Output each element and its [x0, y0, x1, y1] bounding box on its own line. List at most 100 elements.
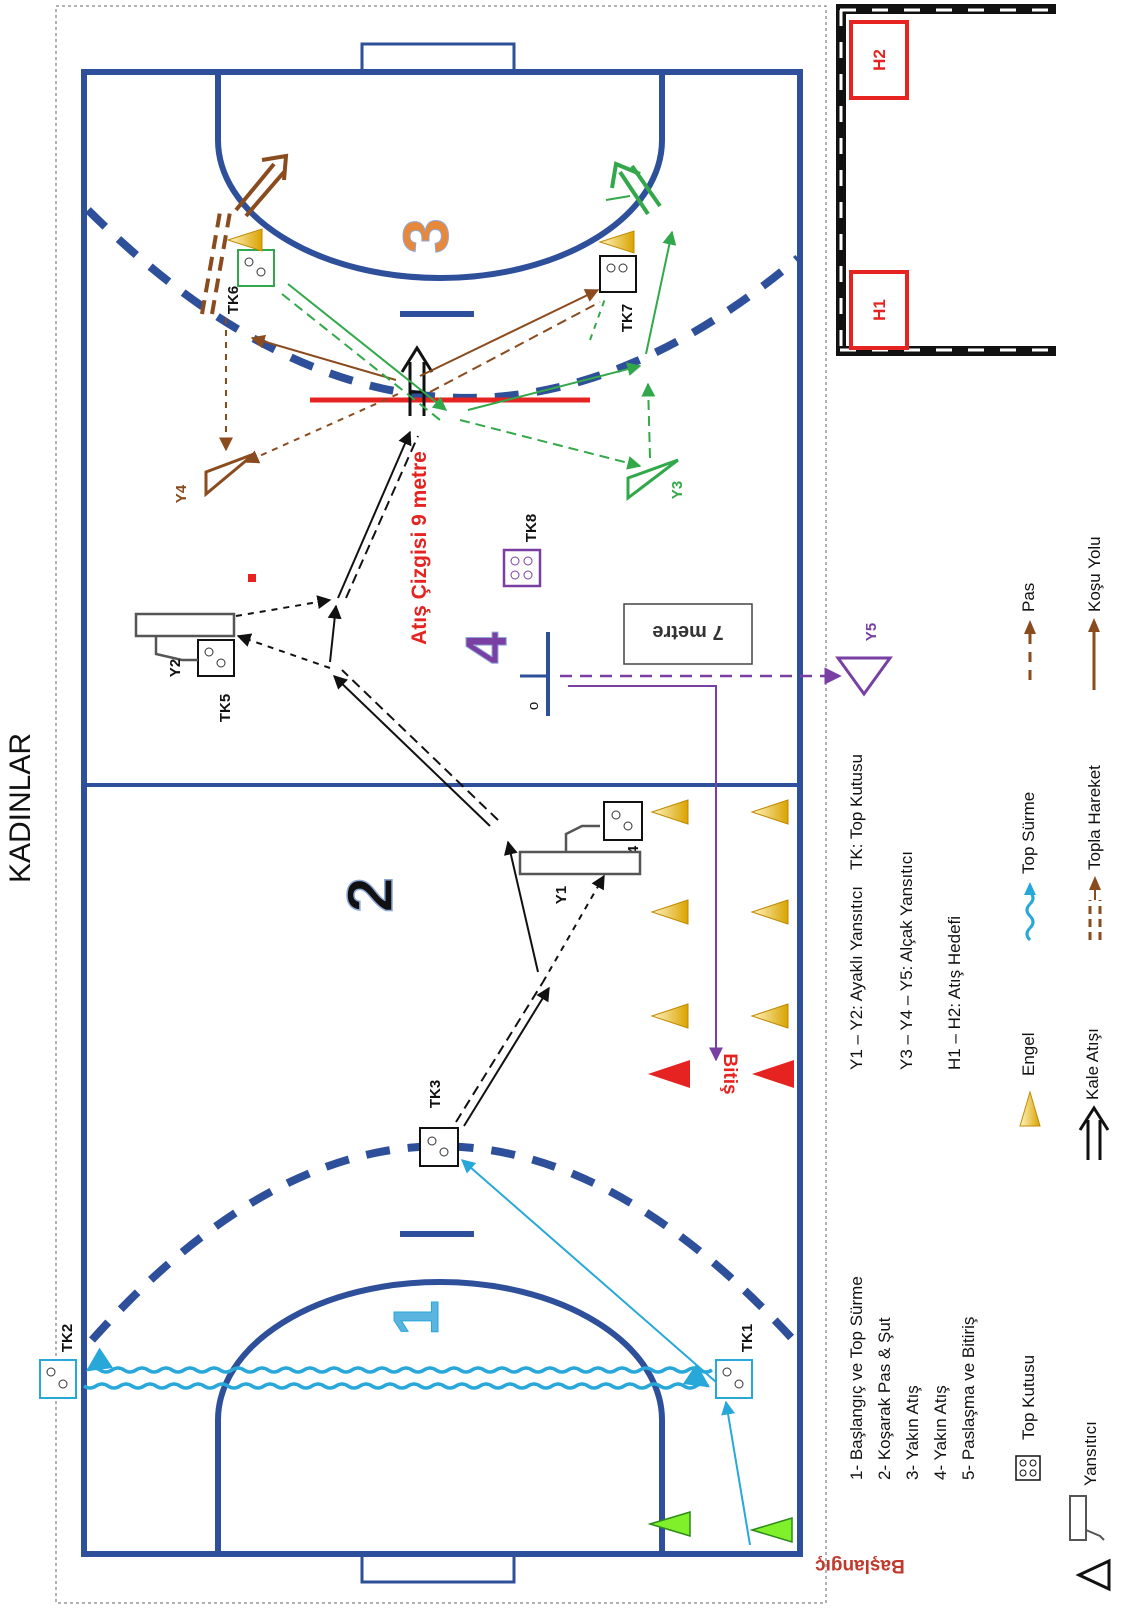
run-after-y2 — [327, 604, 342, 663]
throw-line-label: Atış Çizgisi 9 metre — [408, 451, 431, 645]
finish-cone-2 — [752, 1060, 794, 1088]
legend-tk-def: TK: Top Kutusu — [847, 754, 866, 870]
target-frame: H2 H1 — [836, 4, 1056, 356]
green-paths — [281, 161, 677, 470]
legend-reflector-label: Yansıtıcı — [1081, 1421, 1100, 1486]
obstacle-cone — [650, 799, 689, 825]
run-to-finish — [568, 685, 723, 1062]
legend-run-path: Koşu Yolu — [1085, 536, 1104, 690]
free-throw-line-top — [85, 207, 801, 402]
zone-3: 3 Atış Çizgisi 9 metre Y4 Y3 — [173, 153, 686, 645]
ball-box-tk3-label: TK3 — [427, 1080, 444, 1108]
legend-obstacle: Engel — [1019, 1033, 1041, 1127]
legend-run-path-label: Koşu Yolu — [1085, 536, 1104, 612]
start-cone-1 — [647, 1510, 691, 1538]
page-title: KADINLAR — [4, 733, 37, 883]
legend-ball-box-label: Top Kutusu — [1019, 1355, 1038, 1440]
page-frame — [55, 5, 827, 1604]
reflector-y3-label: Y3 — [669, 481, 686, 499]
legend-pass-label: Pas — [1019, 583, 1038, 612]
dribble-path-out — [85, 1347, 713, 1374]
seven-meter-label: 7 metre — [652, 621, 723, 643]
goal-area-bottom — [215, 1279, 665, 1554]
zone-1: 1 Başlangıç — [83, 1159, 905, 1576]
start-cone-2 — [749, 1516, 793, 1544]
ball-boxes: TK2 TK1 TK3 TK4 TK5 TK6 — [39, 249, 756, 1399]
finish-cone-1 — [648, 1060, 690, 1088]
reflector-y2-label: Y2 — [167, 659, 184, 677]
tk1-to-tk3-arrow — [460, 1159, 717, 1383]
legend-def-1: Y1 – Y2: Ayaklı Yansıtıcı — [847, 886, 866, 1070]
reflector-y5: Y5 — [835, 623, 893, 697]
marker-dot — [248, 574, 256, 582]
pass-from-y2 — [235, 595, 332, 617]
legend-pass: Pas — [1019, 583, 1038, 680]
target-h1-label: H1 — [870, 299, 889, 321]
legend-move-with-ball: Topla Hareket — [1085, 765, 1104, 940]
ball-box-tk5: TK5 — [197, 639, 235, 722]
target-h1 — [849, 270, 909, 350]
obstacle-cone — [650, 899, 689, 925]
legend-step-1: 1- Başlangıç ve Top Sürme — [847, 1276, 866, 1480]
legend-dribble: Top Sürme — [1019, 792, 1038, 942]
reflector-y4: Y4 — [173, 452, 255, 503]
finish-label: Bitiş — [719, 1053, 740, 1094]
legend-ball-box: Top Kutusu — [1015, 1355, 1041, 1481]
ball-box-tk5-label: TK5 — [217, 694, 234, 722]
reflector-y2: Y2 — [134, 612, 236, 677]
legend: 1- Başlangıç ve Top Sürme 2- Koşarak Pas… — [847, 536, 1111, 1592]
zone-4-number: 4 — [454, 632, 519, 664]
legend-def-3: H1 – H2: Atış Hedefi — [945, 916, 964, 1070]
reflector-y1-label: Y1 — [553, 886, 570, 904]
ball-box-tk8: TK8 — [502, 514, 542, 588]
zone-2: 2 Bitiş Y1 Y2 — [134, 430, 794, 1127]
legend-goal-shot: Kale Atışı — [1078, 1028, 1110, 1160]
obstacle-cone — [650, 1003, 689, 1029]
pass-tk3-1 — [455, 981, 544, 1123]
legend-reflector: Yansıtıcı — [1069, 1421, 1111, 1592]
ball-box-tk7-label: TK7 — [619, 304, 636, 332]
reflector-y4-label: Y4 — [173, 484, 190, 503]
ball-box-tk1: TK1 — [715, 1324, 756, 1399]
legend-step-3: 3- Yakın Atış — [903, 1385, 922, 1480]
dribble-to-y2 — [341, 669, 499, 821]
target-h2-label: H2 — [870, 49, 889, 71]
obstacle-cone — [750, 1003, 789, 1029]
reflector-y5-label: Y5 — [863, 623, 880, 641]
run-to-throw-line — [337, 430, 412, 599]
run-to-y1-return — [504, 840, 539, 973]
legend-obstacle-label: Engel — [1019, 1033, 1038, 1076]
obstacle-cone — [750, 799, 789, 825]
ball-box-tk7: TK7 — [599, 255, 637, 332]
legend-goal-shot-label: Kale Atışı — [1083, 1028, 1102, 1100]
goal-shot-arrow — [400, 345, 434, 416]
legend-step-5: 5- Paslaşma ve Bitiriş — [959, 1317, 978, 1480]
ball-box-tk2: TK2 — [39, 1324, 77, 1399]
court — [81, 42, 803, 1584]
seven-meter-mark: o — [525, 702, 542, 710]
free-throw-line-bottom — [89, 1142, 801, 1348]
legend-step-2: 2- Koşarak Pas & Şut — [875, 1317, 894, 1480]
zone-1-number: 1 — [380, 1300, 452, 1336]
zone-3-cones — [226, 228, 635, 254]
target-goal-inner — [846, 14, 1056, 346]
pass-to-y1 — [542, 874, 605, 983]
zone-4: 4 o 7 metre Y5 — [454, 603, 893, 1062]
obstacle-cone — [750, 899, 789, 925]
start-label: Başlangıç — [815, 1555, 905, 1576]
legend-steps: 1- Başlangıç ve Top Sürme 2- Koşarak Pas… — [847, 1276, 978, 1480]
ball-box-tk2-label: TK2 — [59, 1324, 76, 1352]
run-tk3-1 — [463, 986, 550, 1127]
run-to-y2 — [332, 675, 491, 827]
legend-defs: Y1 – Y2: Ayaklı Yansıtıcı Y3 – Y4 – Y5: … — [847, 754, 964, 1070]
ball-box-tk3: TK3 — [419, 1080, 459, 1167]
target-h2 — [849, 20, 909, 100]
legend-step-4: 4- Yakın Atış — [931, 1385, 950, 1480]
ball-box-tk6-label: TK6 — [225, 286, 242, 314]
ball-box-tk1-label: TK1 — [739, 1324, 756, 1352]
reflector-y3: Y3 — [626, 458, 686, 502]
obstacle-cones — [650, 799, 789, 1029]
ball-box-tk6: TK6 — [225, 249, 275, 314]
